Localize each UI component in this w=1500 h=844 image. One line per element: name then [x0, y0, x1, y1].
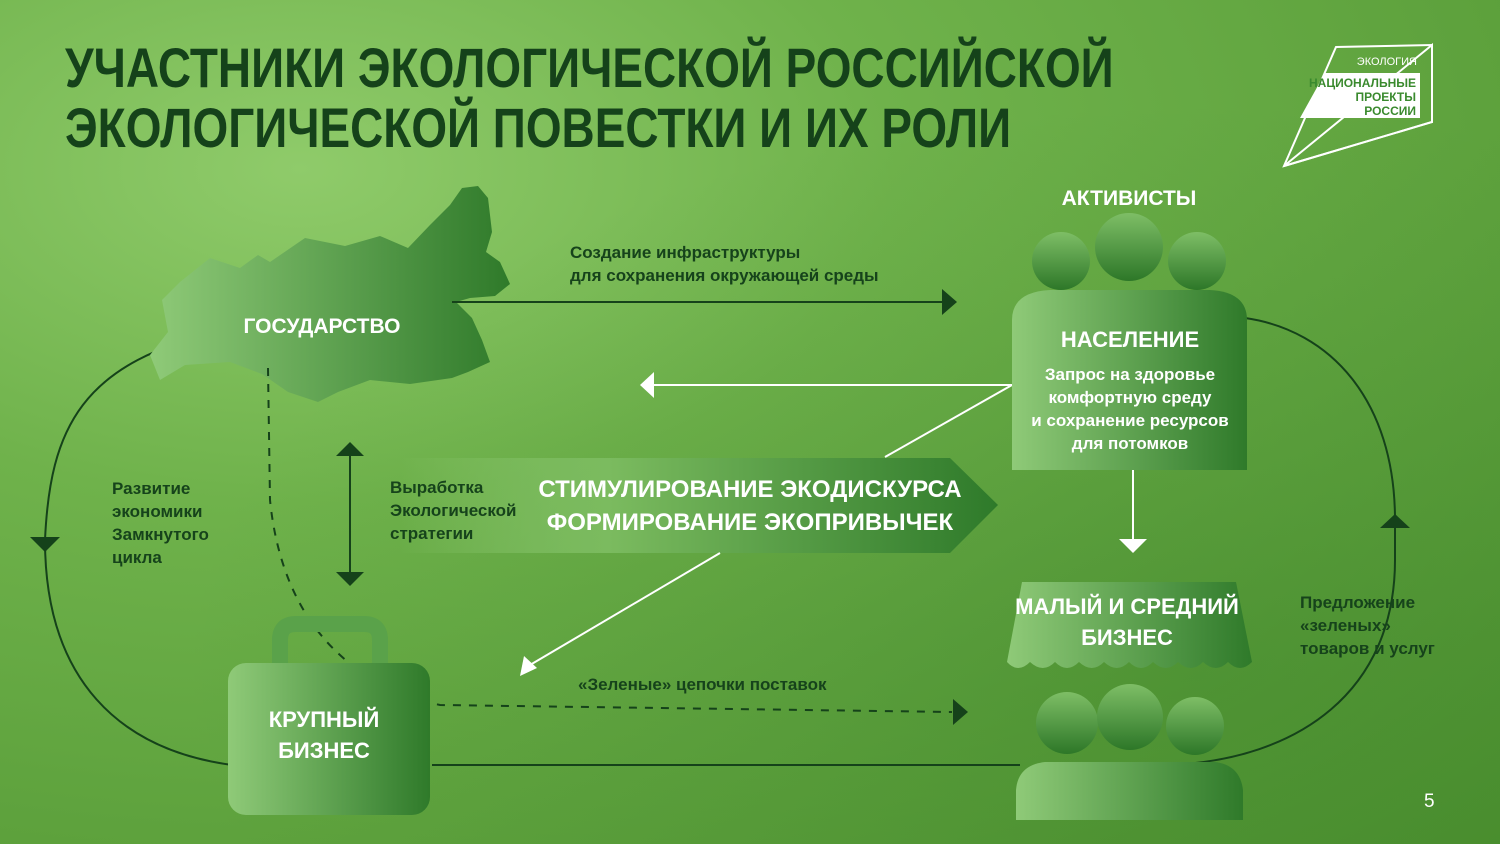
logo-line-3: РОССИИ	[1364, 104, 1416, 118]
center-label-line-2: ФОРМИРОВАНИЕ ЭКОПРИВЫЧЕК	[547, 509, 954, 536]
sme-people-body	[1016, 762, 1243, 820]
green-goods-line-1: Предложение	[1300, 593, 1416, 612]
sme-person-head-right	[1166, 697, 1224, 755]
big-business-label-line-2: БИЗНЕС	[278, 738, 370, 763]
population-center-connector	[884, 384, 1013, 458]
strategy-label-line-1: Выработка	[390, 478, 484, 497]
circular-label-line-1: Развитие	[112, 479, 191, 498]
population-desc-line-4: для потомков	[1071, 434, 1189, 453]
state-label: ГОСУДАРСТВО	[244, 315, 401, 338]
state-map-shape	[150, 186, 510, 402]
cycle-right-lower-arc	[1167, 520, 1396, 766]
cycle-left-arrowhead	[30, 537, 60, 552]
population-desc-line-3: и сохранение ресурсов	[1031, 411, 1229, 430]
center-arrow-shape	[400, 458, 998, 553]
population-sme-arrowhead	[1119, 539, 1147, 553]
briefcase-handle	[272, 616, 388, 665]
big-business-label-line-1: КРУПНЫЙ	[269, 707, 380, 732]
infrastructure-label: Создание инфраструктуры для сохранения о…	[570, 241, 879, 287]
strategy-label-line-2: Экологической	[390, 501, 517, 520]
strategy-arrowhead-up	[336, 442, 364, 456]
strategy-label-line-3: стратегии	[390, 524, 474, 543]
national-projects-logo: ЭКОЛОГИЯ НАЦИОНАЛЬНЫЕ ПРОЕКТЫ РОССИИ	[1282, 42, 1433, 168]
strategy-label: Выработка Экологической стратегии	[390, 476, 517, 545]
green-goods-line-2: «зеленых»	[1300, 616, 1391, 635]
sme-label-line-2: БИЗНЕС	[1081, 625, 1173, 650]
sme-shop-icon	[1007, 582, 1252, 820]
population-request-arrowhead	[640, 372, 654, 398]
population-desc-line-2: комфортную среду	[1048, 388, 1212, 407]
logo-line-1: НАЦИОНАЛЬНЫЕ	[1309, 76, 1416, 90]
circular-label-line-4: цикла	[112, 548, 162, 567]
center-big-business-arrowhead	[520, 656, 537, 676]
population-people-icon	[1012, 213, 1247, 470]
infrastructure-label-line-2: для сохранения окружающей среды	[570, 266, 879, 285]
sme-label-line-1: МАЛЫЙ И СРЕДНИЙ	[1015, 594, 1239, 619]
page-number: 5	[1424, 791, 1435, 812]
population-desc-line-1: Запрос на здоровье	[1044, 365, 1216, 384]
cycle-right-arrowhead	[1380, 514, 1410, 528]
logo-white-block	[1300, 73, 1420, 118]
infrastructure-arrowhead	[942, 289, 957, 315]
sme-awning	[1007, 582, 1252, 668]
logo-line-2: ПРОЕКТЫ	[1355, 90, 1416, 104]
logo-top-label: ЭКОЛОГИЯ	[1357, 56, 1417, 68]
population-body	[1012, 290, 1247, 470]
big-business-briefcase-icon	[228, 616, 430, 815]
person-head-center	[1095, 213, 1163, 281]
circular-label-line-2: экономики	[112, 502, 203, 521]
person-head-right	[1168, 232, 1226, 290]
supply-chain-arrowhead	[953, 699, 968, 725]
population-label: НАСЕЛЕНИЕ	[1061, 327, 1199, 352]
green-goods-line-3: товаров и услуг	[1300, 639, 1435, 658]
strategy-arrowhead-down	[336, 572, 364, 586]
circular-economy-label: Развитие экономики Замкнутого цикла	[112, 477, 209, 569]
population-description: Запрос на здоровье комфортную среду и со…	[1020, 363, 1240, 455]
briefcase-body	[228, 663, 430, 815]
green-goods-label: Предложение «зеленых» товаров и услуг	[1300, 591, 1435, 660]
infrastructure-label-line-1: Создание инфраструктуры	[570, 243, 801, 262]
circular-label-line-3: Замкнутого	[112, 525, 209, 544]
activists-label: АКТИВИСТЫ	[1062, 187, 1197, 210]
supply-chains-label: «Зеленые» цепочки поставок	[578, 675, 827, 694]
center-big-business-arrow-line	[529, 552, 721, 666]
person-head-left	[1032, 232, 1090, 290]
cycle-right-upper-arc	[1244, 317, 1396, 521]
sme-person-head-left	[1036, 692, 1098, 754]
center-label-line-1: СТИМУЛИРОВАНИЕ ЭКОДИСКУРСА	[538, 476, 961, 503]
sme-person-head-center	[1097, 684, 1163, 750]
